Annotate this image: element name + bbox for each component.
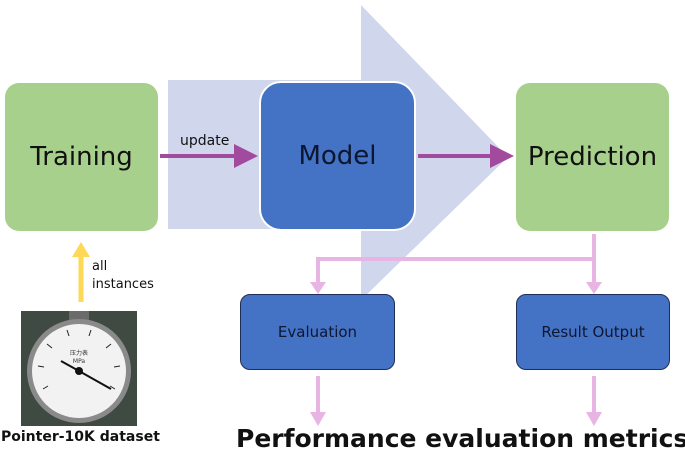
gauge-icon: 压力表 MPa <box>21 311 137 426</box>
all-instances-label-line1: all <box>92 259 108 274</box>
all-instances-label-line2: instances <box>92 277 154 292</box>
evaluation-node: Evaluation <box>240 294 395 370</box>
dataset-label: Pointer-10K dataset <box>1 429 160 445</box>
all-instances-arrowhead <box>72 242 90 257</box>
dataset-gauge-image: 压力表 MPa <box>21 311 137 426</box>
result-to-metrics-arrowhead <box>586 412 602 426</box>
metrics-label: Performance evaluation metrics <box>236 424 685 453</box>
model-node: Model <box>259 81 416 231</box>
model-label: Model <box>298 141 377 171</box>
training-label: Training <box>30 142 133 172</box>
evaluation-arrowhead <box>310 282 326 294</box>
training-node: Training <box>5 83 158 231</box>
result-output-node: Result Output <box>516 294 670 370</box>
gauge-title-text: 压力表 <box>70 349 88 357</box>
evaluation-label: Evaluation <box>277 323 358 341</box>
result-output-arrowhead <box>586 282 602 294</box>
update-edge-label: update <box>180 133 230 149</box>
prediction-label: Prediction <box>527 142 658 172</box>
result-output-label: Result Output <box>541 323 645 341</box>
prediction-split-connector <box>316 234 596 284</box>
prediction-node: Prediction <box>516 83 669 231</box>
gauge-unit-text: MPa <box>73 358 86 365</box>
evaluation-to-metrics-arrowhead <box>310 412 326 426</box>
